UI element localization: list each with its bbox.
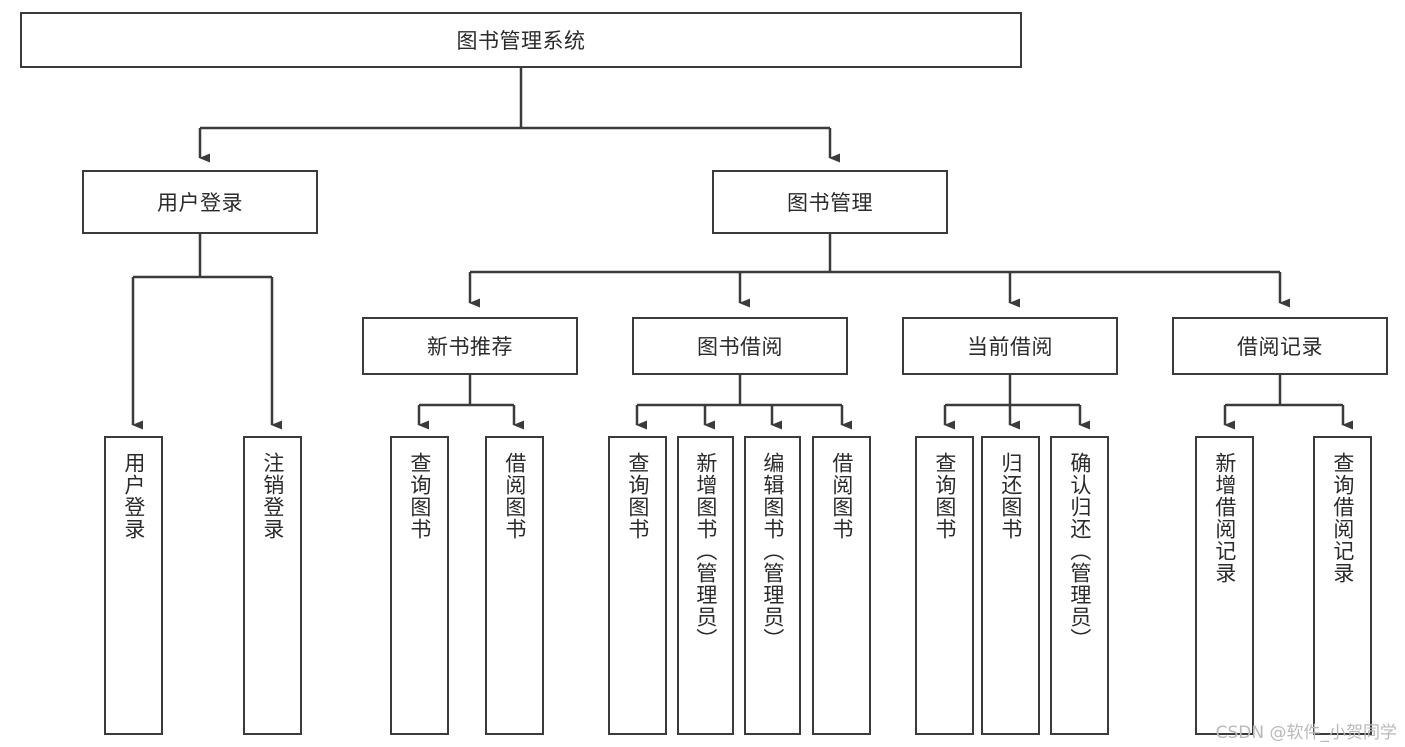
node-leaf-user-login-label: 用户登录 (121, 452, 146, 540)
node-leaf-add-record-label: 新增借阅记录 (1212, 452, 1237, 584)
node-book-management[interactable]: 图书管理 (712, 170, 948, 234)
node-current-borrow[interactable]: 当前借阅 (902, 317, 1118, 375)
node-leaf-confirm-return-label: 确认归还（管理员） (1067, 452, 1092, 650)
node-leaf-query-record[interactable]: 查询借阅记录 (1313, 436, 1372, 735)
node-borrow-record[interactable]: 借阅记录 (1172, 317, 1388, 375)
node-leaf-add-record[interactable]: 新增借阅记录 (1195, 436, 1254, 735)
node-user-login[interactable]: 用户登录 (82, 170, 318, 234)
node-book-management-label: 图书管理 (787, 191, 873, 215)
node-leaf-logout-login[interactable]: 注销登录 (243, 436, 302, 735)
node-leaf-query-book-1-label: 查询图书 (407, 452, 432, 540)
node-leaf-add-book-label: 新增图书（管理员） (693, 452, 718, 650)
node-leaf-query-book-1[interactable]: 查询图书 (390, 436, 449, 735)
node-leaf-borrow-book-2[interactable]: 借阅图书 (812, 436, 871, 735)
node-leaf-confirm-return[interactable]: 确认归还（管理员） (1050, 436, 1109, 735)
node-leaf-edit-book[interactable]: 编辑图书（管理员） (744, 436, 801, 735)
node-root-system-label: 图书管理系统 (456, 29, 586, 53)
node-leaf-query-book-2[interactable]: 查询图书 (608, 436, 667, 735)
node-leaf-borrow-book-1[interactable]: 借阅图书 (485, 436, 544, 735)
node-new-book-recommend-label: 新书推荐 (427, 335, 513, 359)
node-leaf-borrow-book-1-label: 借阅图书 (502, 452, 527, 540)
node-root-system[interactable]: 图书管理系统 (20, 12, 1022, 68)
node-leaf-query-book-3-label: 查询图书 (932, 452, 957, 540)
node-borrow-record-label: 借阅记录 (1237, 335, 1323, 359)
node-user-login-label: 用户登录 (157, 191, 243, 215)
node-leaf-user-login[interactable]: 用户登录 (104, 436, 163, 735)
node-book-borrow[interactable]: 图书借阅 (632, 317, 848, 375)
node-leaf-borrow-book-2-label: 借阅图书 (829, 452, 854, 540)
node-leaf-edit-book-label: 编辑图书（管理员） (760, 452, 785, 650)
node-current-borrow-label: 当前借阅 (967, 335, 1053, 359)
node-book-borrow-label: 图书借阅 (697, 335, 783, 359)
node-leaf-return-book-label: 归还图书 (998, 452, 1023, 540)
node-leaf-logout-login-label: 注销登录 (260, 452, 285, 540)
node-leaf-query-book-3[interactable]: 查询图书 (915, 436, 974, 735)
node-leaf-return-book[interactable]: 归还图书 (981, 436, 1040, 735)
node-leaf-query-record-label: 查询借阅记录 (1330, 452, 1355, 584)
node-leaf-query-book-2-label: 查询图书 (625, 452, 650, 540)
csdn-watermark: CSDN @软件_小贺同学 (1215, 723, 1397, 743)
node-leaf-add-book[interactable]: 新增图书（管理员） (677, 436, 734, 735)
node-new-book-recommend[interactable]: 新书推荐 (362, 317, 578, 375)
